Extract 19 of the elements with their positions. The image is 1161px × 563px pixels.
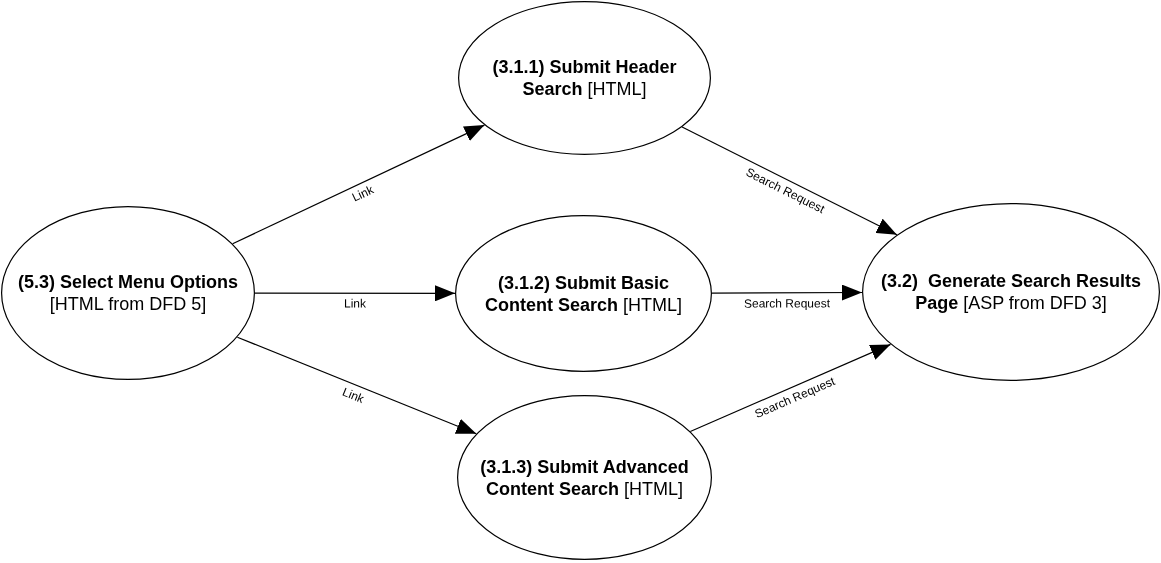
arrow: [236, 336, 477, 435]
arrow: [689, 343, 892, 433]
arrow: [254, 285, 456, 302]
arrow: [711, 284, 863, 301]
process-label: (5.3) Select Menu Options [HTML from DFD 5]: [16, 271, 239, 315]
arrow: [681, 126, 898, 236]
process-ellipse: [458, 1, 711, 155]
edge-label: Link: [339, 385, 367, 407]
arrow: [232, 124, 486, 245]
process-label: (3.2) Generate Search Results Page [ASP from DFD 3]: [879, 270, 1143, 314]
process-ellipse: [455, 215, 712, 372]
edge-label: Search Request: [743, 297, 832, 311]
process-ellipse: [457, 395, 712, 560]
process-label: (3.1.1) Submit Header Search [HTML]: [491, 56, 678, 100]
process-ellipse: [862, 203, 1160, 381]
process-label: (3.1.2) Submit Basic Content Search [HTML]: [483, 271, 683, 316]
edge-label: Link: [342, 297, 367, 311]
process-label: (3.1.3) Submit Advanced Content Search [HTML]: [479, 455, 690, 500]
process-ellipse: [1, 206, 255, 380]
